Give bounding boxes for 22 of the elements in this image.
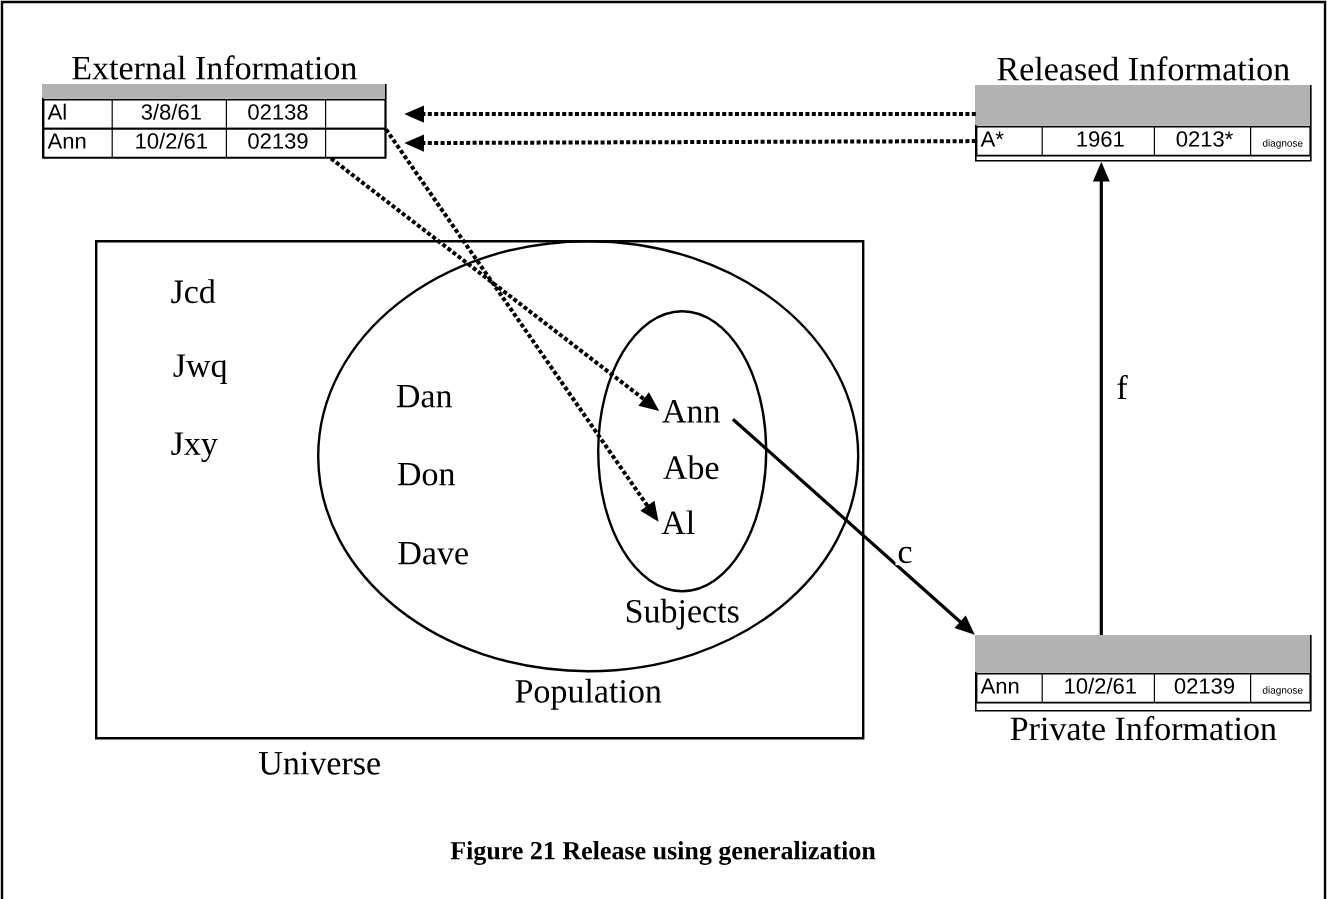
- name-label: Ann: [662, 399, 720, 423]
- name-label: Dave: [398, 541, 468, 565]
- name-label: Don: [397, 462, 455, 486]
- name-label: Jwq: [173, 354, 227, 384]
- table-row: A* 1961 0213* diagnose: [975, 125, 1311, 157]
- name-label: Dan: [396, 384, 453, 408]
- table-row: Ann 10/2/61 02139: [42, 127, 386, 159]
- table-row: Ann 10/2/61 02139 diagnose: [975, 672, 1311, 704]
- node-label: External Information: [72, 55, 357, 80]
- edge-label: c: [895, 544, 915, 566]
- node-label: Released Information: [997, 56, 1290, 81]
- node-label: Universe: [259, 751, 380, 775]
- node-label: Population: [515, 678, 662, 710]
- caption: Figure 21 Release using generalization: [450, 841, 876, 865]
- edge-label: f: [1114, 373, 1130, 401]
- name-label: Abe: [663, 455, 719, 480]
- name-label: Al: [661, 510, 695, 534]
- table-row: Al 3/8/61 02138: [42, 98, 386, 130]
- node-label: Subjects: [626, 598, 739, 630]
- name-label: Jcd: [171, 279, 216, 304]
- node-label: Private Information: [1010, 716, 1277, 741]
- name-label: Jxy: [171, 432, 218, 462]
